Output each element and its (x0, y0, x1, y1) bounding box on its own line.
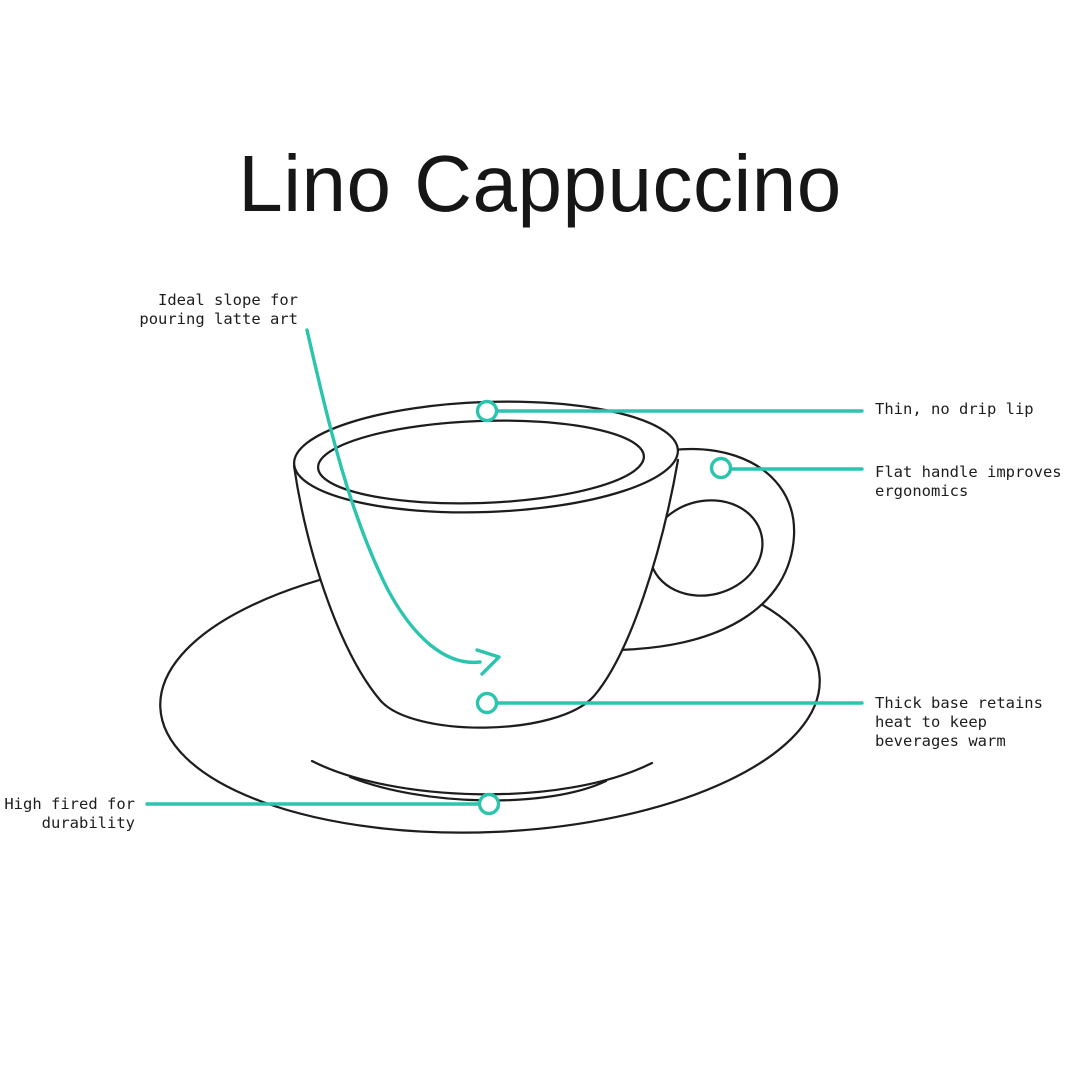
page-title: Lino Cappuccino (238, 139, 842, 228)
thick-base-marker (475, 691, 499, 715)
callout-label-thick-base: Thick base retains heat to keep beverage… (875, 694, 1043, 750)
flat-handle-marker (709, 456, 733, 480)
callout-label-flat-handle: Flat handle improves ergonomics (875, 463, 1062, 500)
high-fired-marker (477, 792, 501, 816)
thin-lip-marker (475, 399, 499, 423)
cup-rim-inner (316, 419, 646, 505)
saucer-well-line-outer (310, 759, 654, 796)
callout-label-high-fired: High fired for durability (4, 795, 135, 832)
callout-label-ideal-slope: Ideal slope for pouring latte art (139, 291, 298, 328)
slope-arrow-curve (305, 328, 482, 665)
callout-graphics (145, 328, 864, 816)
cup-body-outline (292, 458, 680, 729)
slope-arrowhead (475, 648, 501, 676)
callout-label-thin-lip: Thin, no drip lip (875, 400, 1034, 418)
